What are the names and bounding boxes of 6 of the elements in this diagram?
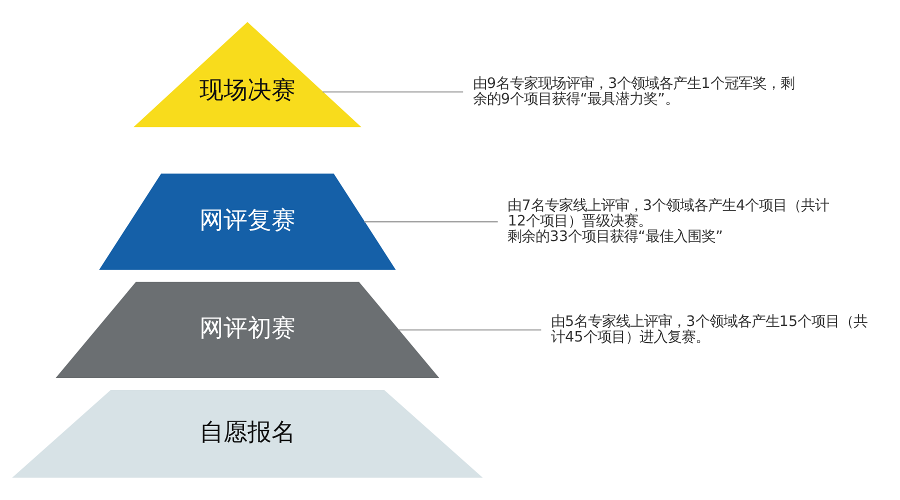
connector <box>398 329 542 331</box>
node-text: 由7名专家线上评审，3个领域各产生4个项目（共计12个项目）晋级决赛。 剩余的33个项目获得“最佳入围奖” <box>508 198 830 246</box>
connector <box>322 91 464 93</box>
connector <box>364 221 498 222</box>
node-text: 由5名专家线上评审，3个领域各产生15个项目（共计45个项目）进入复赛。 <box>550 314 868 346</box>
node-text: 由9名专家现场评审，3个领域各产生1个冠军奖，剩余的9个项目获得“最具潜力奖”。 <box>472 76 794 108</box>
